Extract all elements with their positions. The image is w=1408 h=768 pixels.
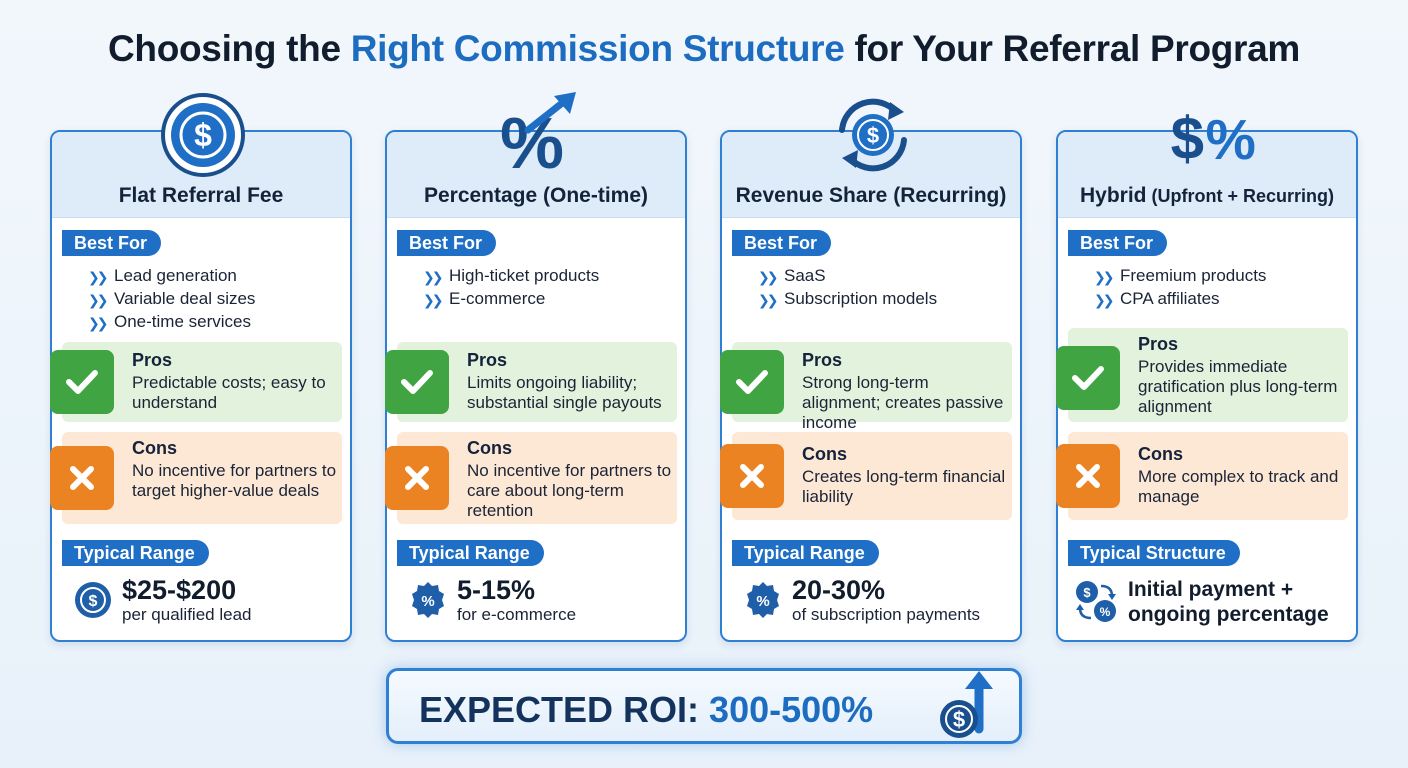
best-for-list: ❯❯Lead generation ❯❯Variable deal sizes … (88, 264, 255, 333)
check-icon (712, 342, 792, 422)
card-percentage-one-time: % Percentage (One-time) Best For ❯❯High-… (385, 92, 687, 642)
pros-text: Provides immediate gratification plus lo… (1138, 357, 1338, 416)
card-flat-referral-fee: $ Flat Referral Fee Best For ❯❯Lead gene… (50, 93, 352, 642)
range-value: $25-$200 (122, 575, 237, 605)
range-label: Typical Range (397, 540, 544, 566)
structure-label: Typical Structure (1068, 540, 1240, 566)
pros-label: Pros (802, 350, 843, 370)
close-icon (712, 436, 792, 516)
page-title: Choosing the Right Commission Structure … (107, 28, 1301, 69)
recurring-dollar-icon: $ (823, 90, 923, 180)
list-item: ❯❯Variable deal sizes (88, 289, 256, 308)
card-revenue-share-recurring: $ Revenue Share (Recurring) Best For ❯❯S… (720, 98, 1022, 642)
list-item: ❯❯Lead generation (88, 266, 237, 285)
pros-text: Strong long-term alignment; creates pass… (802, 373, 1004, 432)
list-item: ❯❯SaaS (758, 266, 826, 285)
cons-box: Cons No incentive for partners to care a… (385, 432, 677, 524)
percent-badge-icon: % (744, 581, 782, 619)
cons-label: Cons (802, 444, 847, 464)
cons-box: Cons Creates long-term financial liabili… (720, 432, 1012, 520)
list-item: ❯❯Freemium products (1094, 266, 1267, 285)
percent-badge-icon: % (409, 581, 447, 619)
pros-box: Pros Provides immediate gratification pl… (1056, 328, 1348, 422)
close-icon (42, 438, 122, 518)
best-for-list: ❯❯High-ticket products ❯❯E-commerce (423, 264, 599, 310)
dollar-up-arrow-icon: $ (931, 659, 1011, 745)
cons-box: Cons No incentive for partners to target… (50, 432, 342, 524)
svg-text:%: % (1205, 109, 1255, 172)
roi-value: 300-500% (709, 689, 874, 730)
best-for-label: Best For (397, 230, 497, 256)
cons-label: Cons (1138, 444, 1183, 464)
range-subtext: for e-commerce (457, 605, 577, 624)
pros-box: Pros Strong long-term alignment; creates… (720, 342, 1012, 432)
pros-label: Pros (467, 350, 508, 370)
svg-text:%: % (1100, 605, 1111, 619)
pros-text: Limits ongoing liability; substantial si… (467, 373, 662, 412)
cons-label: Cons (132, 438, 177, 458)
cons-text: No incentive for partners to care about … (467, 461, 672, 520)
dollar-badge-icon: $ (74, 581, 112, 619)
best-for-list: ❯❯SaaS ❯❯Subscription models (758, 264, 937, 310)
list-item: ❯❯E-commerce (423, 289, 546, 308)
svg-text:%: % (756, 593, 769, 610)
roi-banner: EXPECTED ROI: 300-500% $ (386, 668, 1022, 744)
card-title: Flat Referral Fee (118, 184, 284, 207)
list-item: ❯❯Subscription models (758, 289, 938, 308)
list-item: ❯❯CPA affiliates (1094, 289, 1220, 308)
svg-text:$: $ (89, 593, 98, 610)
range-value: 20-30% (792, 575, 886, 605)
best-for-label: Best For (62, 230, 162, 256)
check-icon (42, 342, 122, 422)
range-subtext: of subscription payments (792, 605, 981, 624)
pros-box: Pros Predictable costs; easy to understa… (50, 342, 342, 422)
pros-text: Predictable costs; easy to understand (132, 373, 326, 412)
pros-box: Pros Limits ongoing liability; substanti… (385, 342, 677, 422)
best-for-label: Best For (1068, 230, 1168, 256)
svg-text:%: % (500, 104, 564, 180)
cons-text: More complex to track and manage (1138, 467, 1339, 506)
card-title: Hybrid (Upfront + Recurring) (1079, 184, 1334, 207)
close-icon (1048, 436, 1128, 516)
list-item: ❯❯One-time services (88, 312, 251, 331)
cons-label: Cons (467, 438, 512, 458)
cons-text: No incentive for partners to target high… (132, 461, 337, 500)
best-for-label: Best For (732, 230, 832, 256)
svg-text:%: % (421, 593, 434, 610)
range-subtext: per qualified lead (122, 605, 252, 624)
dollar-coin-icon: $ (153, 90, 253, 180)
range-label: Typical Range (732, 540, 879, 566)
dollar-percent-icon: $ % (1159, 90, 1259, 180)
close-icon (377, 438, 457, 518)
svg-text:$: $ (953, 707, 965, 732)
cons-box: Cons More complex to track and manage (1056, 432, 1348, 520)
svg-text:$: $ (867, 123, 879, 148)
pros-label: Pros (132, 350, 173, 370)
list-item: ❯❯High-ticket products (423, 266, 600, 285)
percent-arrow-icon: % (488, 90, 588, 180)
card-hybrid: $ % Hybrid (Upfront + Recurring) Best Fo… (1056, 105, 1358, 642)
svg-text:$: $ (194, 117, 212, 153)
best-for-list: ❯❯Freemium products ❯❯CPA affiliates (1094, 264, 1266, 310)
svg-text:$: $ (1083, 585, 1091, 600)
check-icon (377, 342, 457, 422)
card-title: Revenue Share (Recurring) (735, 184, 1007, 207)
range-value: 5-15% (457, 575, 536, 605)
pros-label: Pros (1138, 334, 1179, 354)
dollar-percent-swap-icon: $ % (1072, 578, 1120, 626)
structure-value: Initial payment + ongoing percentage (1128, 578, 1329, 626)
svg-text:$: $ (1171, 105, 1204, 172)
cons-text: Creates long-term financial liability (802, 467, 1006, 506)
roi-text: EXPECTED ROI: 300-500% (419, 689, 874, 730)
range-label: Typical Range (62, 540, 209, 566)
card-title: Percentage (One-time) (423, 184, 649, 207)
check-icon (1048, 338, 1128, 418)
